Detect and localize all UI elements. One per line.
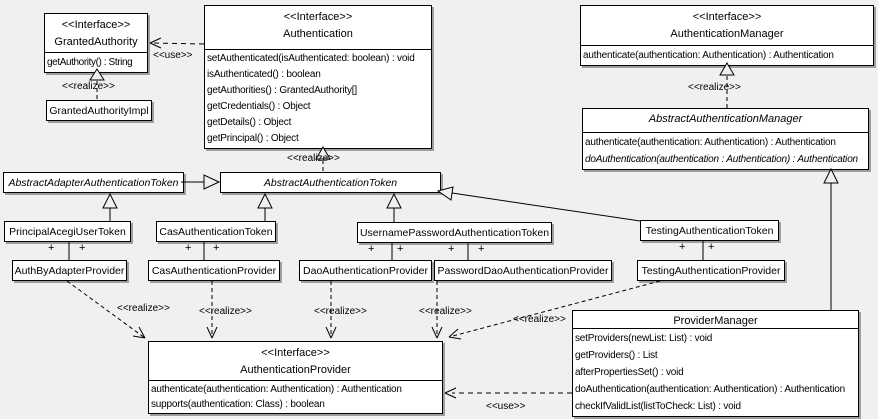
class-password-dao-authentication-provider[interactable]: PasswordDaoAuthenticationProvider xyxy=(434,260,612,281)
class-cas-authentication-token[interactable]: CasAuthenticationToken xyxy=(156,221,276,242)
class-header: AbstractAuthenticationManager xyxy=(583,109,868,132)
edge-gen-providermanager xyxy=(823,167,839,310)
class-name: AuthenticationManager xyxy=(670,28,784,40)
methods-compartment: setProviders(newList: List) : void getPr… xyxy=(573,328,858,416)
method: getProviders() : List xyxy=(575,350,658,361)
method: authenticate(authentication: Authenticat… xyxy=(585,137,836,148)
methods-compartment: authenticate(authentication: Authenticat… xyxy=(581,45,873,65)
class-auth-by-adapter-provider[interactable]: AuthByAdapterProvider xyxy=(12,260,127,281)
class-header: <<Interface>> AuthenticationManager xyxy=(581,6,873,45)
edge-gen-abstractadapter-abstracttoken xyxy=(181,174,221,190)
class-username-password-authentication-token[interactable]: UsernamePasswordAuthenticationToken xyxy=(357,222,552,243)
edge-use-providermanager xyxy=(444,387,572,399)
edge-gen-principalacegiusertoken xyxy=(102,192,118,221)
association-plus-marker: + xyxy=(397,243,404,255)
method: authenticate(authentication: Authenticat… xyxy=(151,384,402,395)
method: isAuthenticated() : boolean xyxy=(207,69,321,80)
association-plus-marker: + xyxy=(213,242,220,254)
edge-gen-casauthenticationtoken xyxy=(257,192,273,221)
methods-compartment: authenticate(authentication: Authenticat… xyxy=(583,132,868,169)
class-header: <<Interface>> GrantedAuthority xyxy=(45,14,147,52)
method: setProviders(newList: List) : void xyxy=(575,333,713,344)
class-header: ProviderManager xyxy=(573,311,858,328)
class-dao-authentication-provider[interactable]: DaoAuthenticationProvider xyxy=(299,260,432,281)
class-name: AuthenticationProvider xyxy=(240,364,351,376)
class-provider-manager[interactable]: ProviderManager setProviders(newList: Li… xyxy=(572,310,859,417)
class-name: AbstractAuthenticationManager xyxy=(648,113,803,125)
association-plus-marker: + xyxy=(478,243,485,255)
association-plus-marker: + xyxy=(79,242,86,254)
class-abstract-authentication-manager[interactable]: AbstractAuthenticationManager authentica… xyxy=(582,108,869,170)
methods-compartment: authenticate(authentication: Authenticat… xyxy=(149,380,442,413)
class-header: <<Interface>> AuthenticationProvider xyxy=(149,342,442,380)
class-abstract-authentication-token[interactable]: AbstractAuthenticationToken xyxy=(220,172,441,193)
class-cas-authentication-provider[interactable]: CasAuthenticationProvider xyxy=(148,260,280,281)
association-plus-marker: + xyxy=(48,242,55,254)
class-granted-authority-impl[interactable]: GrantedAuthorityImpl xyxy=(46,100,152,121)
class-authentication[interactable]: <<Interface>> Authentication setAuthenti… xyxy=(204,5,432,149)
class-authentication-manager[interactable]: <<Interface>> AuthenticationManager auth… xyxy=(580,5,874,66)
realize-stereotype-label: <<realize>> xyxy=(199,306,252,317)
edge-gen-testingauthenticationtoken xyxy=(436,186,641,222)
realize-stereotype-label: <<realize>> xyxy=(62,81,115,92)
association-plus-marker: + xyxy=(448,243,455,255)
class-name: ProviderManager xyxy=(673,315,758,327)
method: setAuthenticated(isAuthenticated: boolea… xyxy=(207,53,415,64)
realize-stereotype-label: <<realize>> xyxy=(513,314,566,325)
class-header: <<Interface>> Authentication xyxy=(205,6,431,49)
realize-stereotype-label: <<realize>> xyxy=(314,306,367,317)
realize-stereotype-label: <<realize>> xyxy=(688,82,741,93)
method: getDetails() : Object xyxy=(207,117,292,128)
abstract-method: doAuthentication(authentication : Authen… xyxy=(583,151,860,168)
method: getAuthorities() : GrantedAuthority[] xyxy=(207,85,357,96)
method: checkIfValidList(listToCheck: List) : vo… xyxy=(575,401,741,412)
use-stereotype-label: <<use>> xyxy=(153,50,193,61)
method: afterPropertiesSet() : void xyxy=(575,367,684,378)
methods-compartment: getAuthority() : String xyxy=(45,52,147,72)
association-plus-marker: + xyxy=(368,243,375,255)
association-plus-marker: + xyxy=(679,241,686,253)
class-name: Authentication xyxy=(283,28,353,40)
method: getAuthority() : String xyxy=(47,57,133,68)
method: getPrincipal() : Object xyxy=(207,133,299,144)
stereotype-label: <<Interface>> xyxy=(283,11,353,23)
stereotype-label: <<Interface>> xyxy=(692,11,762,23)
edge-use-authentication-grantedauthority xyxy=(149,37,205,49)
class-testing-authentication-token[interactable]: TestingAuthenticationToken xyxy=(640,220,779,241)
method: authenticate(authentication: Authenticat… xyxy=(583,50,834,61)
association-plus-marker: + xyxy=(185,242,192,254)
realize-stereotype-label: <<realize>> xyxy=(287,153,340,164)
realize-stereotype-label: <<realize>> xyxy=(117,303,170,314)
method: supports(authentication: Class) : boolea… xyxy=(151,399,325,410)
stereotype-label: <<Interface>> xyxy=(61,19,131,31)
edge-assoc-token-provider xyxy=(68,241,704,260)
class-name: GrantedAuthority xyxy=(54,36,138,48)
stereotype-label: <<Interface>> xyxy=(261,347,330,359)
class-abstract-adapter-authentication-token[interactable]: AbstractAdapterAuthenticationToken xyxy=(3,172,184,193)
class-testing-authentication-provider[interactable]: TestingAuthenticationProvider xyxy=(637,260,785,281)
method: doAuthentication(authentication: Authent… xyxy=(573,381,847,398)
class-principal-acegi-user-token[interactable]: PrincipalAcegiUserToken xyxy=(4,221,131,242)
method: getCredentials() : Object xyxy=(207,101,311,112)
use-stereotype-label: <<use>> xyxy=(486,401,526,412)
association-plus-marker: + xyxy=(708,241,715,253)
realize-stereotype-label: <<realize>> xyxy=(419,306,472,317)
class-authentication-provider[interactable]: <<Interface>> AuthenticationProvider aut… xyxy=(148,341,443,414)
edge-gen-usernamepasswordtoken xyxy=(386,192,402,222)
methods-compartment: setAuthenticated(isAuthenticated: boolea… xyxy=(205,49,431,148)
class-granted-authority[interactable]: <<Interface>> GrantedAuthority getAuthor… xyxy=(44,13,148,73)
